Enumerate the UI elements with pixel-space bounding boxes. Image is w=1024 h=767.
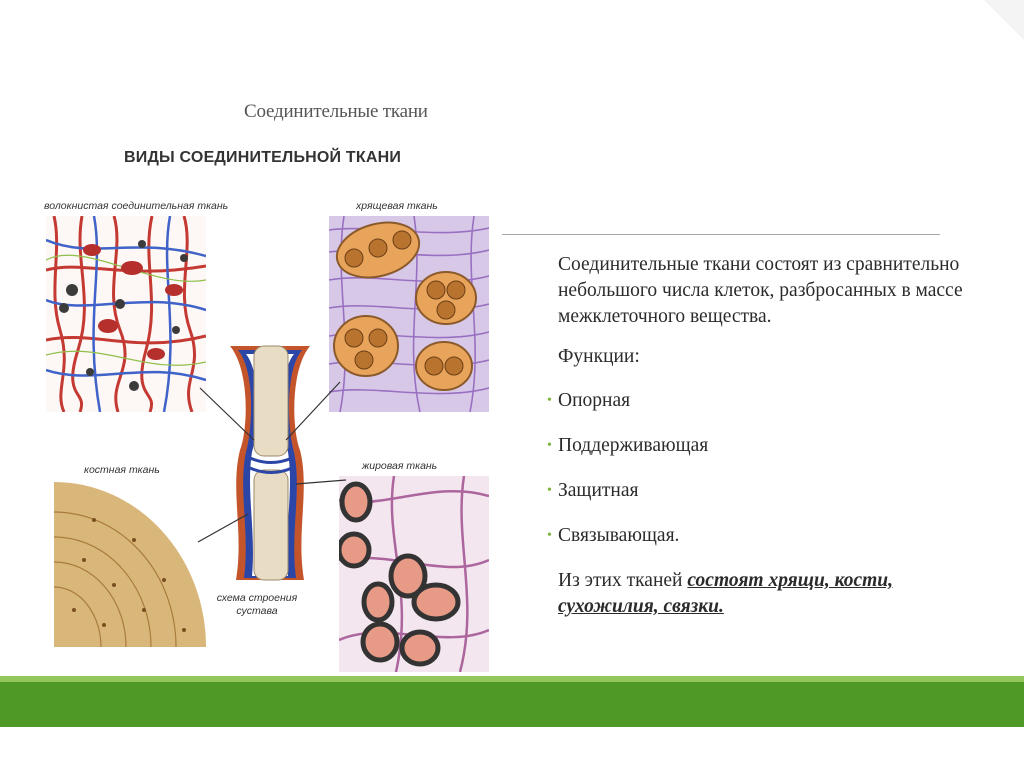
tissue-illustration bbox=[46, 216, 489, 672]
label-bone-tissue: костная ткань bbox=[84, 464, 160, 476]
label-adipose-tissue: жировая ткань bbox=[362, 460, 438, 472]
adipose-tissue-image bbox=[339, 476, 489, 672]
bullet-icon: • bbox=[547, 393, 552, 408]
list-item: • Защитная bbox=[547, 478, 978, 504]
bullet-icon: • bbox=[547, 528, 552, 543]
joint-caption-line2: сустава bbox=[236, 605, 278, 617]
functions-list: • Опорная • Поддерживающая • Защитная • … bbox=[547, 388, 978, 549]
function-label: Опорная bbox=[558, 390, 631, 411]
functions-heading: Функции: bbox=[558, 346, 640, 367]
label-joint-diagram: схема строения сустава bbox=[202, 592, 312, 618]
conclusion-prefix: Из этих тканей bbox=[558, 570, 688, 591]
list-item: • Связывающая. bbox=[547, 523, 978, 549]
leader-lines bbox=[197, 381, 347, 543]
function-label: Связывающая. bbox=[558, 525, 680, 546]
tissue-types-figure: ВИДЫ СОЕДИНИТЕЛЬНОЙ ТКАНИ волокнистая со… bbox=[34, 140, 500, 685]
list-item: • Поддерживающая bbox=[547, 433, 978, 459]
divider-line bbox=[502, 234, 940, 235]
list-item: • Опорная bbox=[547, 388, 978, 414]
bullet-icon: • bbox=[547, 438, 552, 453]
slide-title: Соединительные ткани bbox=[244, 101, 428, 122]
conclusion-emphasis: состоят хрящи, кости, сухожилия, связки. bbox=[558, 570, 894, 617]
bone-tissue-image bbox=[54, 482, 206, 647]
bullet-icon: • bbox=[547, 483, 552, 498]
fibrous-tissue-image bbox=[46, 216, 206, 412]
function-label: Защитная bbox=[558, 480, 639, 501]
intro-paragraph: Соединительные ткани состоят из сравните… bbox=[558, 254, 963, 327]
footer-band bbox=[0, 682, 1024, 727]
corner-decoration bbox=[984, 0, 1024, 40]
function-label: Поддерживающая bbox=[558, 435, 709, 456]
figure-heading: ВИДЫ СОЕДИНИТЕЛЬНОЙ ТКАНИ bbox=[124, 149, 402, 166]
conclusion-paragraph: Из этих тканей состоят хрящи, кости, сух… bbox=[558, 568, 978, 620]
cartilage-tissue-image bbox=[329, 216, 489, 412]
label-cartilage-tissue: хрящевая ткань bbox=[356, 200, 438, 212]
joint-caption-line1: схема строения bbox=[216, 592, 298, 604]
text-content: Соединительные ткани состоят из сравните… bbox=[547, 252, 978, 620]
joint-diagram bbox=[230, 345, 310, 581]
footer-band-light bbox=[0, 676, 1024, 682]
label-fibrous-tissue: волокнистая соединительная ткань bbox=[44, 200, 229, 212]
